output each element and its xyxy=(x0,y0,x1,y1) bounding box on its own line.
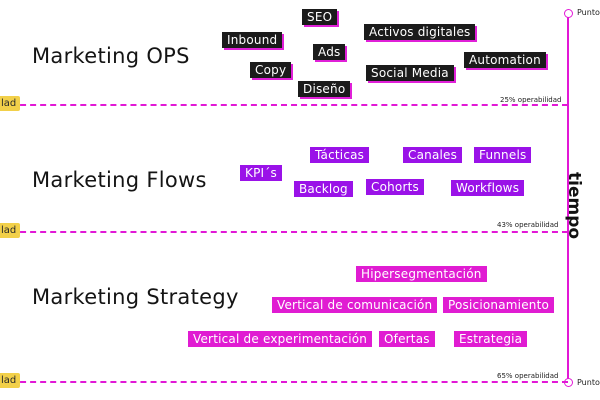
tag-automation: Automation xyxy=(464,52,546,68)
tag-cohorts: Cohorts xyxy=(366,179,424,195)
tag-estrategia: Estrategia xyxy=(454,331,528,347)
tag-diseno: Diseño xyxy=(298,81,351,97)
tag-social-media: Social Media xyxy=(366,65,454,81)
tag-tacticas: Tácticas xyxy=(310,147,370,163)
flows-side-label: lad xyxy=(0,223,21,238)
axis-time-label: tiempo xyxy=(564,172,584,240)
tag-kpis: KPI´s xyxy=(240,165,282,181)
ops-operability-label: 25% operabilidad xyxy=(500,96,562,104)
tag-posicionamiento: Posicionamiento xyxy=(443,297,555,313)
ops-divider-line xyxy=(0,104,568,106)
strategy-operability-label: 65% operabilidad xyxy=(497,372,559,380)
tag-hipersegmentacion: Hipersegmentación xyxy=(356,266,487,282)
flows-divider-line xyxy=(0,231,568,233)
tag-activos-digitales: Activos digitales xyxy=(364,24,476,40)
tag-seo: SEO xyxy=(302,9,338,25)
section-title-flows: Marketing Flows xyxy=(32,168,207,192)
tag-backlog: Backlog xyxy=(294,181,353,197)
tag-workflows: Workflows xyxy=(451,180,525,196)
tag-canales: Canales xyxy=(403,147,463,163)
tag-ofertas: Ofertas xyxy=(379,331,435,347)
tag-copy: Copy xyxy=(250,62,292,78)
axis-top-point xyxy=(564,9,573,18)
axis-top-label: Punto xyxy=(577,8,600,17)
flows-operability-label: 43% operabilidad xyxy=(497,221,559,229)
strategy-divider-line xyxy=(0,381,568,383)
section-title-ops: Marketing OPS xyxy=(32,44,190,68)
tag-vertical-experimentacion: Vertical de experimentación xyxy=(188,331,373,347)
section-title-strategy: Marketing Strategy xyxy=(32,285,239,309)
axis-bottom-label: Punto xyxy=(577,378,600,387)
strategy-side-label: lad xyxy=(0,373,21,388)
tag-vertical-comunicacion: Vertical de comunicación xyxy=(272,297,438,313)
ops-side-label: lad xyxy=(0,96,21,111)
time-axis-line xyxy=(567,14,569,384)
tag-ads: Ads xyxy=(313,44,346,60)
tag-inbound: Inbound xyxy=(222,32,283,48)
tag-funnels: Funnels xyxy=(474,147,532,163)
